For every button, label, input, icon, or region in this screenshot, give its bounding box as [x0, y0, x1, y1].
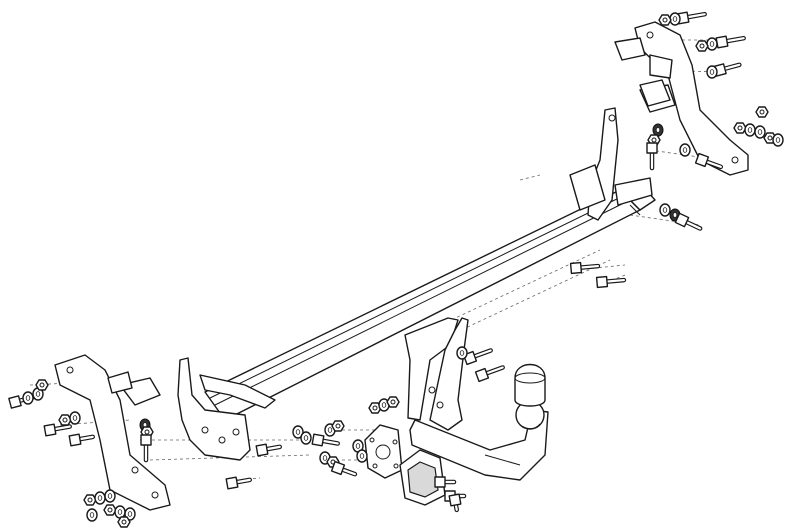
- nut: [83, 494, 97, 506]
- washer-hole: [672, 212, 678, 218]
- washer-hole: [327, 427, 333, 433]
- bolt-head: [694, 152, 710, 168]
- electrical-socket: [399, 449, 446, 506]
- nut-hole: [737, 125, 743, 131]
- bolt-head: [8, 395, 22, 409]
- nut: [658, 14, 672, 26]
- right-mount-plate: [569, 107, 653, 221]
- bolt-head: [311, 433, 325, 447]
- washer-hole: [747, 127, 753, 133]
- nut: [103, 504, 117, 516]
- nut-hole: [62, 417, 68, 423]
- nut: [386, 396, 400, 408]
- nut-hole: [651, 137, 657, 143]
- washer-hole: [117, 509, 123, 515]
- bolt-head: [448, 493, 462, 507]
- tow-ball-neck: [409, 409, 549, 481]
- nut: [331, 420, 345, 432]
- nut-hole: [87, 497, 93, 503]
- nut-hole: [335, 423, 341, 429]
- bolt-head: [330, 460, 346, 476]
- bolt-head: [595, 275, 609, 289]
- washer-hole: [655, 127, 661, 133]
- nut-hole: [767, 135, 773, 141]
- fasteners: [8, 11, 784, 528]
- bolt-head: [674, 212, 690, 228]
- nut-hole: [39, 382, 45, 388]
- nut-hole: [759, 109, 765, 115]
- washer-hole: [381, 402, 387, 408]
- nut: [695, 40, 709, 52]
- nut-hole: [107, 507, 113, 513]
- bolt-head: [43, 423, 57, 437]
- washer-hole: [662, 207, 668, 213]
- nut-hole: [699, 43, 705, 49]
- socket-plate: [364, 424, 403, 479]
- washer-hole: [709, 41, 715, 47]
- nut-hole: [144, 429, 150, 435]
- washer-hole: [322, 455, 328, 461]
- nut: [58, 414, 72, 426]
- washer-hole: [295, 429, 301, 435]
- left-mount-plate: [177, 357, 276, 461]
- center-brackets: [404, 317, 469, 431]
- bolt-head: [140, 434, 152, 446]
- nut-hole: [372, 405, 378, 411]
- washer-hole: [89, 512, 95, 518]
- nut: [755, 106, 769, 118]
- bolt-head: [255, 443, 269, 457]
- washer-hole: [303, 435, 309, 441]
- bolt-head: [225, 476, 239, 490]
- washer-hole: [775, 137, 781, 143]
- alignment-lines: [29, 39, 721, 481]
- washer-hole: [757, 129, 763, 135]
- washer-hole: [97, 495, 103, 501]
- washer-hole: [72, 415, 78, 421]
- bolt-head: [474, 367, 490, 383]
- washer-hole: [709, 69, 715, 75]
- ball-cover-cap: [514, 363, 546, 407]
- bolt-head: [715, 35, 729, 49]
- nut-hole: [662, 17, 668, 23]
- washer-hole: [25, 395, 31, 401]
- washer-hole: [127, 511, 133, 517]
- washer-hole: [359, 453, 365, 459]
- nut-hole: [390, 399, 396, 405]
- bolt-head: [434, 476, 446, 488]
- washer-hole: [355, 443, 361, 449]
- washer-hole: [459, 350, 465, 356]
- nut-hole: [121, 519, 127, 525]
- washer-hole: [107, 493, 113, 499]
- nut: [733, 122, 747, 134]
- washer-hole: [682, 147, 688, 153]
- nut: [117, 516, 131, 528]
- bolt-head: [569, 261, 583, 275]
- tow-ball: [515, 400, 545, 430]
- crossbar-tube: [204, 182, 656, 421]
- washer-hole: [35, 391, 41, 397]
- bolt-head: [68, 433, 82, 447]
- bolt-head: [646, 142, 658, 154]
- nut: [35, 379, 49, 391]
- washer-hole: [672, 16, 678, 22]
- small-brackets: [107, 37, 673, 394]
